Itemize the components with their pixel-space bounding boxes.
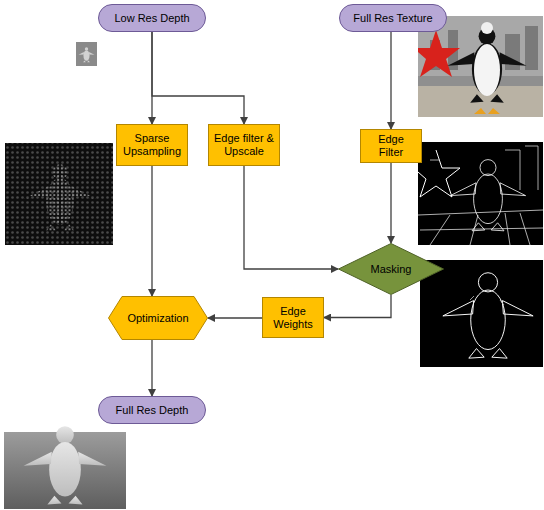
input-terminal: Low Res Depth — [98, 4, 206, 32]
penguin-dots — [24, 164, 95, 232]
text-block: Edge filter & Upscale — [213, 132, 275, 158]
penguin-silhouette — [24, 426, 107, 504]
sparse-dots — [5, 143, 113, 245]
process-box: Edge Weights — [262, 297, 324, 338]
node-label: Full Res Depth — [116, 404, 189, 417]
edge-image — [418, 142, 543, 245]
flow-arrow — [324, 295, 391, 318]
text-block: Edge Filter — [365, 133, 417, 159]
input-terminal: Full Res Texture — [339, 4, 447, 32]
penguin-edges — [443, 273, 533, 358]
decision-diamond: Masking — [338, 243, 444, 295]
text-block: Sparse Upsampling — [121, 132, 183, 158]
sparse-grid-image — [5, 143, 113, 245]
output-terminal: Full Res Depth — [98, 396, 206, 424]
node-label: Edge Filter — [365, 133, 417, 159]
penguin-body — [448, 28, 527, 103]
flow-arrow — [244, 166, 338, 269]
text-block: Masking — [371, 263, 412, 276]
low-res-depth-thumbnail — [76, 42, 97, 66]
process-box: Edge filter & Upscale — [208, 124, 280, 166]
floor-edges — [418, 210, 543, 245]
shape-fill — [339, 244, 444, 295]
star-edges — [418, 150, 460, 197]
process-box: Sparse Upsampling — [116, 124, 188, 166]
node-label: Full Res Texture — [353, 12, 432, 25]
flow-arrow — [208, 317, 262, 318]
penguin-face — [481, 22, 493, 34]
flow-arrow — [390, 32, 391, 129]
node-label: Edge Weights — [267, 305, 319, 331]
masked-edge-image — [420, 260, 543, 367]
flow-arrow — [151, 166, 152, 296]
flow-arrow — [152, 32, 244, 124]
node-label: Edge filter & Upscale — [213, 132, 275, 158]
node-label: Sparse Upsampling — [121, 132, 183, 158]
image-ground — [420, 260, 543, 367]
text-block: Full Res Texture — [353, 12, 432, 25]
node-label: Optimization — [127, 312, 188, 325]
text-block: Edge Weights — [267, 305, 319, 331]
text-block: Optimization — [127, 312, 188, 325]
penguin-belly — [474, 44, 500, 96]
node-label: Low Res Depth — [114, 12, 189, 25]
red-star — [418, 30, 460, 77]
optimization-hexagon: Optimization — [108, 296, 208, 340]
stray-edges — [470, 296, 504, 305]
node-label: Masking — [371, 263, 412, 276]
penguin-edges — [450, 160, 525, 231]
flow-arrow — [390, 163, 391, 243]
image-ground — [5, 143, 113, 245]
penguin-silhouette — [79, 47, 95, 62]
shape-fill — [109, 297, 208, 340]
text-block: Low Res Depth — [114, 12, 189, 25]
full-res-depth-image — [4, 426, 126, 509]
process-box: Edge Filter — [360, 129, 422, 163]
image-ground — [418, 142, 543, 245]
building-edges — [430, 146, 538, 190]
text-block: Full Res Depth — [116, 404, 189, 417]
thumbnail-ground — [76, 42, 97, 66]
penguin-feet — [474, 108, 500, 114]
flow-arrow — [151, 340, 152, 396]
